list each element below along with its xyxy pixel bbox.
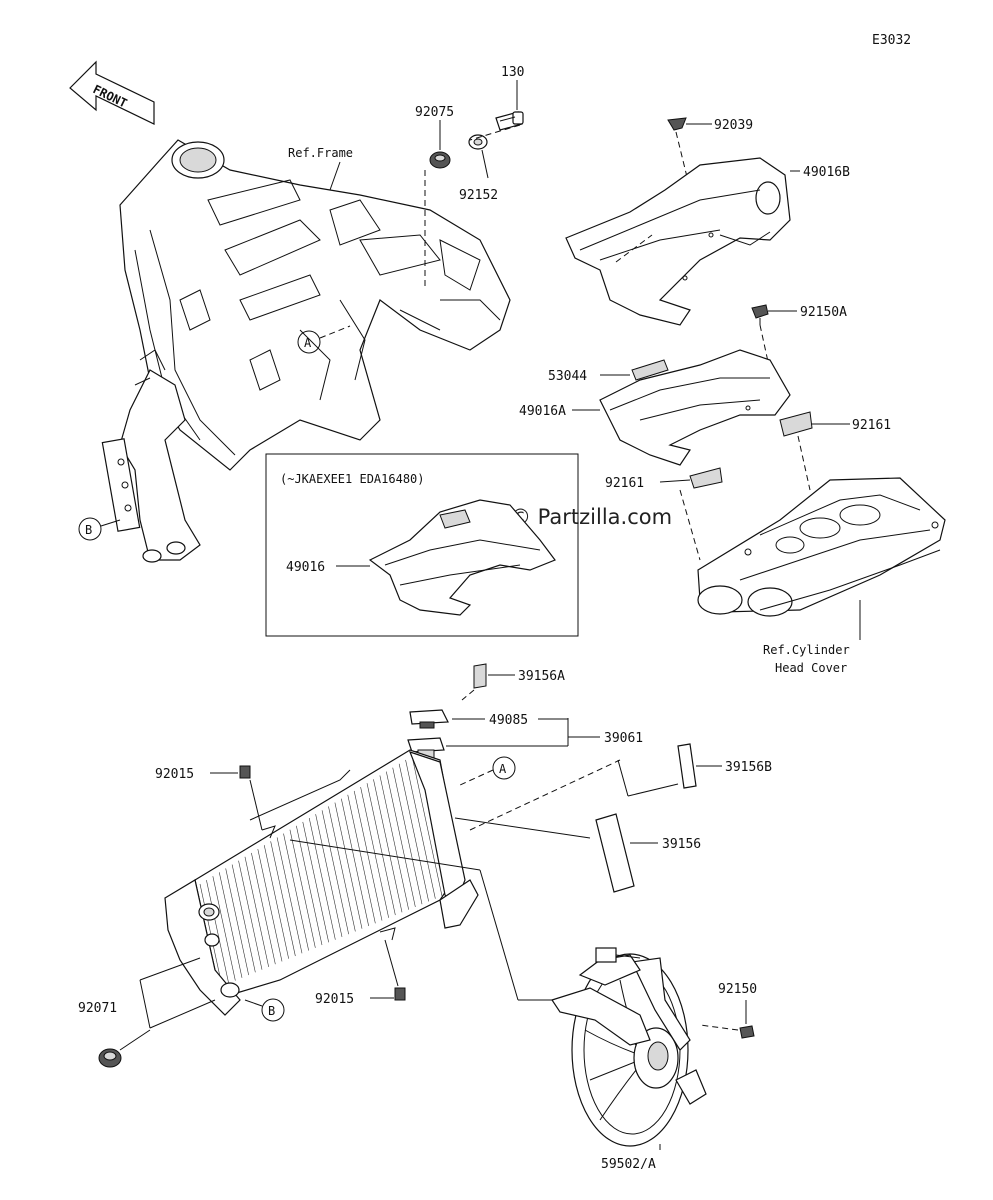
svg-text:A: A <box>499 762 507 776</box>
pad-53044 <box>600 359 669 381</box>
radiator-fin <box>296 825 323 946</box>
label-92150a: 92150A <box>800 305 847 320</box>
front-arrow: FRONT <box>69 60 155 125</box>
radiator-fin <box>308 817 336 940</box>
ref-frame-label: Ref.Frame <box>288 146 353 160</box>
grommet-92075 <box>424 120 451 290</box>
frame-drawing <box>101 139 511 563</box>
inset-box <box>265 453 579 637</box>
radiator-fin <box>392 767 423 905</box>
label-92152: 92152 <box>459 188 498 203</box>
radiator-fin <box>283 833 309 951</box>
radiator-fin <box>244 856 269 967</box>
pad-92161-left <box>689 467 723 489</box>
radiator-fin <box>276 837 303 954</box>
watermark: © Partzilla.com <box>510 505 672 529</box>
ref-cylinder-label-2: Head Cover <box>775 661 847 675</box>
heat-shield-49016 <box>368 499 556 616</box>
pad-39156a <box>473 663 487 689</box>
grommet-92071 <box>98 957 216 1068</box>
label-92071: 92071 <box>78 1001 117 1016</box>
clip-92015-bottom <box>394 987 406 1001</box>
heat-shield-49016a <box>599 349 813 466</box>
cap-49085 <box>409 709 449 729</box>
label-92015-top: 92015 <box>155 767 194 782</box>
radiator-fin <box>289 829 316 948</box>
radiator-fin <box>263 845 289 959</box>
radiator-fin <box>398 763 429 902</box>
radiator-fin <box>251 852 276 965</box>
heat-shield-49016b <box>565 157 791 326</box>
radiator-fin <box>315 814 343 937</box>
callout-a-radiator: A <box>459 756 516 786</box>
radiator-fin <box>379 775 409 910</box>
radiator-fin <box>206 880 229 984</box>
radiator-fin <box>257 849 283 962</box>
radiator-fin <box>386 771 416 907</box>
label-92161-left: 92161 <box>605 476 644 491</box>
label-59502a: 59502/A <box>601 1157 656 1172</box>
label-92015-bottom: 92015 <box>315 992 354 1007</box>
callout-a-top: A <box>297 325 351 354</box>
label-92039: 92039 <box>714 118 753 133</box>
bolt-130 <box>495 80 524 131</box>
radiator-fin <box>341 798 369 927</box>
label-49016: 49016 <box>286 560 325 575</box>
nut-92150 <box>739 1025 755 1039</box>
collar-92152 <box>468 134 489 179</box>
label-130: 130 <box>501 65 524 80</box>
radiator-fin <box>353 790 383 921</box>
radiator-fin <box>347 794 376 924</box>
radiator-fin <box>405 759 436 899</box>
ref-cylinder-label-1: Ref.Cylinder <box>763 643 850 657</box>
radiator-fin <box>225 868 249 976</box>
label-49085: 49085 <box>489 713 528 728</box>
radiator-fin <box>334 802 363 929</box>
pad-39156 <box>595 813 635 893</box>
radiator-fin <box>373 779 403 913</box>
pad-39156b <box>677 743 697 789</box>
label-92075: 92075 <box>415 105 454 120</box>
label-92150: 92150 <box>718 982 757 997</box>
label-39156b: 39156B <box>725 760 772 775</box>
cylinder-head-cover <box>697 477 946 617</box>
callout-b-frame: B <box>78 517 121 541</box>
radiator-fin <box>270 841 296 957</box>
radiator-fin <box>360 786 389 918</box>
diagram-code: E3032 <box>872 33 911 48</box>
clip-92015-top <box>239 765 251 779</box>
svg-text:A: A <box>304 336 312 350</box>
radiator-fin <box>411 755 443 897</box>
radiator-fin <box>366 783 396 916</box>
label-92161-right: 92161 <box>852 418 891 433</box>
radiator-fin <box>212 876 236 981</box>
label-49016b: 49016B <box>803 165 850 180</box>
label-39156: 39156 <box>662 837 701 852</box>
label-49016a: 49016A <box>519 404 566 419</box>
radiator-fin <box>218 872 243 978</box>
radiator-fin <box>321 810 349 935</box>
label-53044: 53044 <box>548 369 587 384</box>
radiator-fin <box>231 864 256 973</box>
radiator <box>164 749 479 1016</box>
radiator-fin <box>328 806 356 932</box>
inset-note: (~JKAEXEE1 EDA16480) <box>280 472 425 486</box>
svg-text:B: B <box>268 1004 275 1018</box>
label-39061: 39061 <box>604 731 643 746</box>
radiator-fin <box>238 860 263 970</box>
fan-59502a <box>551 947 707 1147</box>
screw-92150a <box>751 304 797 381</box>
callout-b-radiator: B <box>244 998 285 1022</box>
label-39156a: 39156A <box>518 669 565 684</box>
svg-text:B: B <box>85 523 92 537</box>
radiator-fin <box>302 821 329 943</box>
